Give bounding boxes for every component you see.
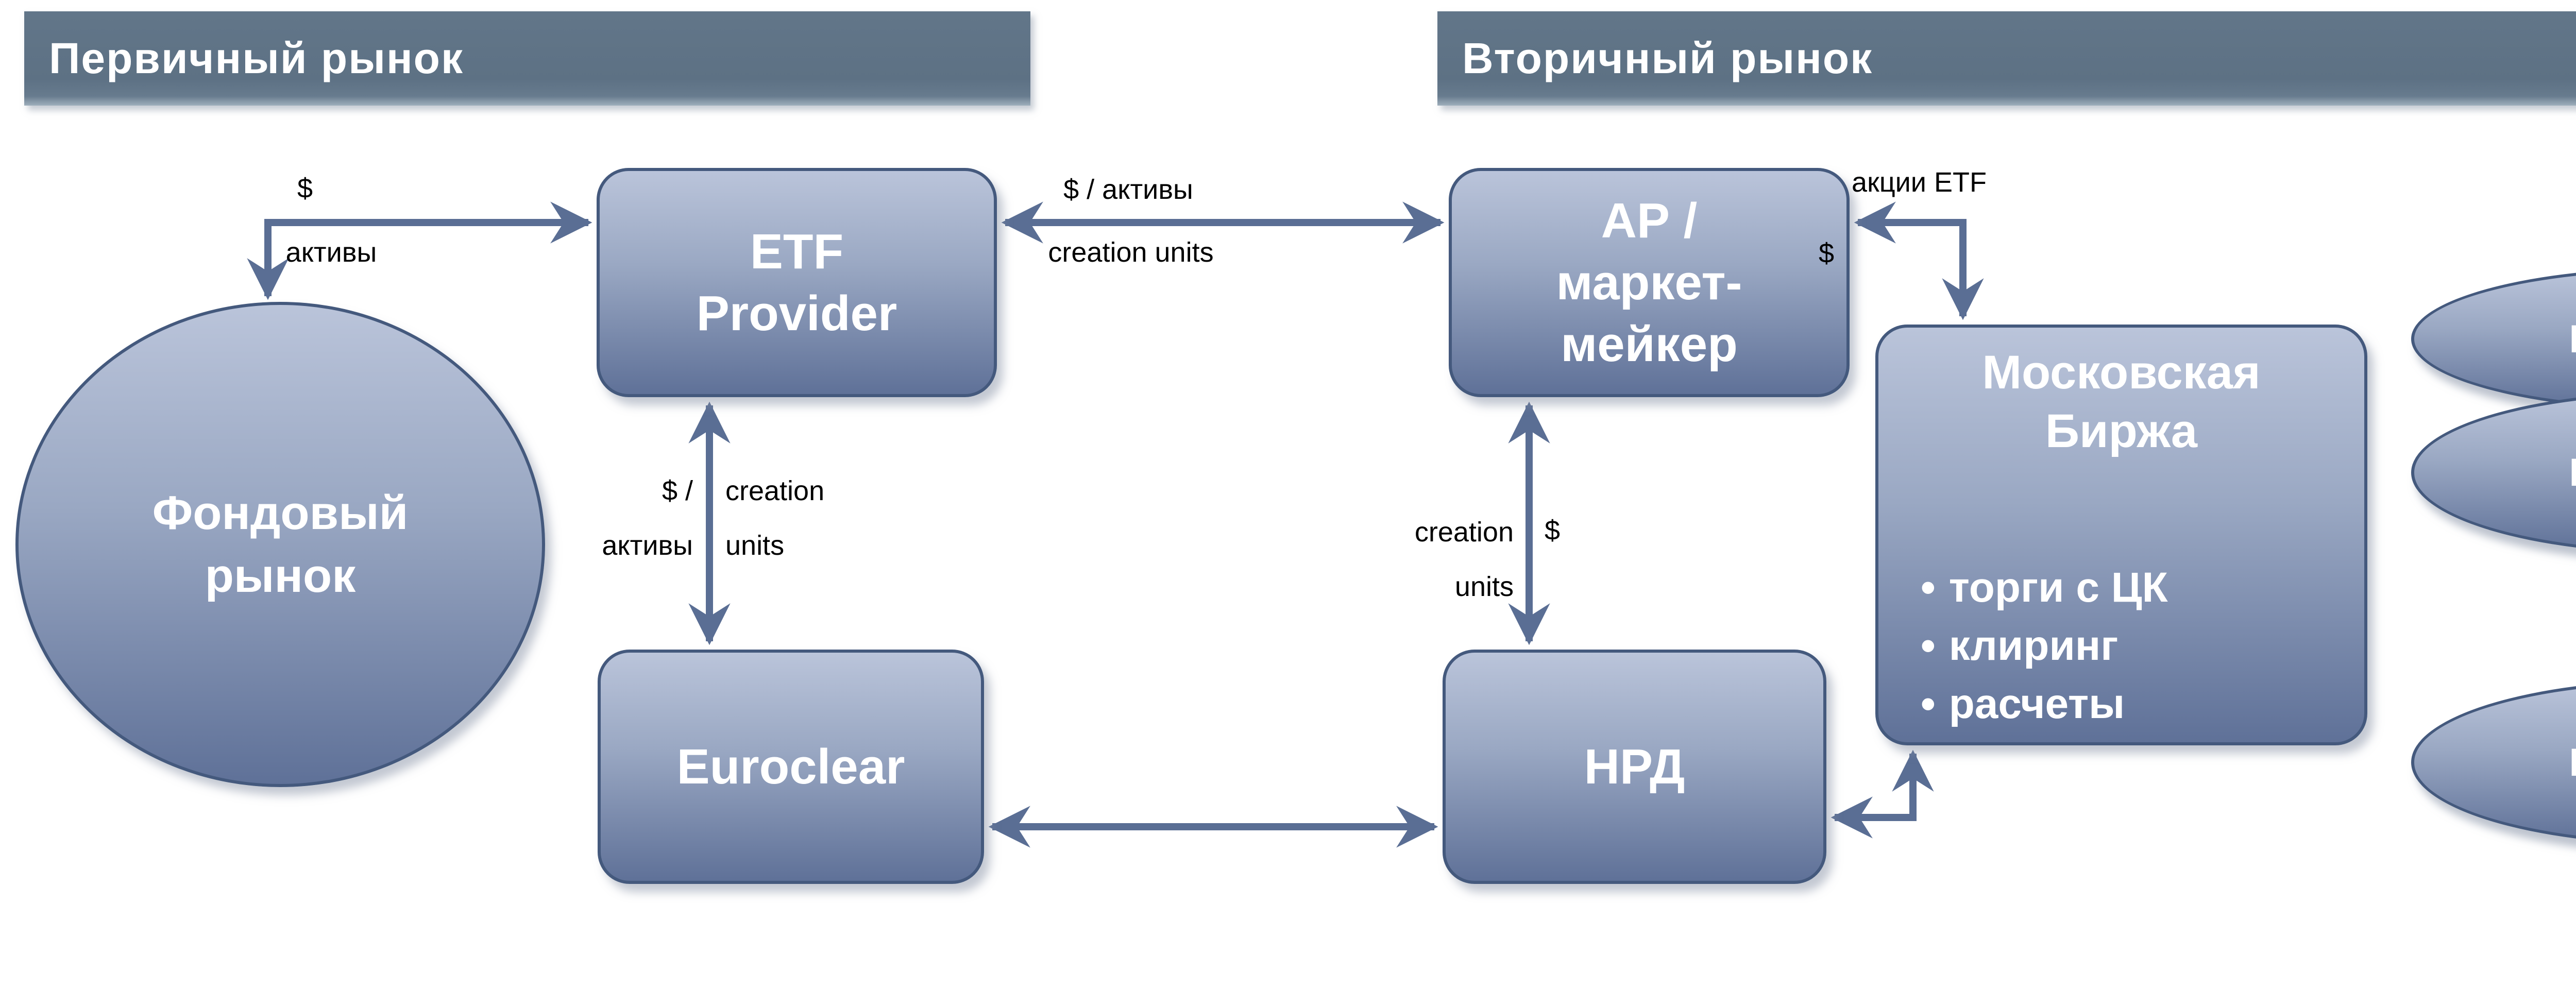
flow-label-etf-euroclear-right: creation units [725, 475, 825, 561]
ap-market-maker-label-line1: АР / [1601, 193, 1698, 248]
investors-label: Инвесторы [2569, 740, 2576, 785]
ap-market-maker-node: АР / маркет- мейкер [1449, 168, 1850, 397]
etf-provider-node: ETF Provider [597, 168, 997, 397]
ap-market-maker-label-line3: мейкер [1561, 316, 1738, 372]
ap-market-maker-label-line2: маркет- [1556, 254, 1742, 310]
primary-market-header-label: Первичный рынок [49, 34, 464, 82]
bullet-icon: • [1921, 564, 1936, 611]
flow-label-ap-moex-below: $ [1819, 238, 1835, 269]
moscow-exchange-label-line1: Московская [1982, 346, 2261, 399]
moscow-exchange-label-line2: Биржа [2045, 405, 2198, 457]
etf-provider-label-line1: ETF [750, 224, 844, 279]
stock-market-label-line2: рынок [205, 550, 356, 602]
bullet-icon: • [1921, 622, 1936, 669]
stock-market-node: Фондовый рынок [15, 302, 545, 787]
flow-label-ap-nsd-left: creation units [1414, 517, 1514, 602]
flow-label-etf-euroclear-left: $ / активы [602, 475, 693, 561]
investors-label: Инвесторы [2569, 317, 2576, 362]
flow-label-ap-nsd-right: $ [1545, 515, 1561, 546]
investors-ellipse-bottom: Инвесторы [2411, 680, 2576, 845]
connector-nsd-moex [1831, 749, 1934, 839]
secondary-market-header: Вторичный рынок [1437, 11, 2576, 106]
primary-market-header: Первичный рынок [24, 11, 1030, 106]
flow-label-ap-moex-above: акции ETF [1852, 167, 1987, 198]
moscow-exchange-node: Московская Биржа •торги с ЦК •клиринг •р… [1875, 325, 2367, 745]
secondary-market-header-label: Вторичный рынок [1462, 34, 1873, 82]
flow-label-etf-ap-below: creation units [1048, 237, 1214, 268]
flow-label-stock-etf-above: $ [297, 173, 313, 204]
moscow-exchange-services-list: •торги с ЦК •клиринг •расчеты [1921, 558, 2168, 733]
bullet-icon: • [1921, 680, 1936, 727]
etf-provider-label-line2: Provider [696, 285, 897, 341]
moex-bullet-clearing: •клиринг [1921, 617, 2168, 675]
nsd-node: НРД [1443, 650, 1826, 884]
flow-label-stock-etf-below: активы [285, 237, 377, 268]
investors-label: Инвесторы [2569, 450, 2576, 495]
nsd-label: НРД [1584, 739, 1685, 794]
stock-market-label-line1: Фондовый [152, 487, 409, 539]
moex-bullet-settlement: •расчеты [1921, 675, 2168, 733]
euroclear-node: Euroclear [598, 650, 984, 884]
flow-label-etf-ap-above: $ / активы [1063, 174, 1193, 205]
euroclear-label: Euroclear [676, 739, 905, 794]
investors-ellipse-top: Инвесторы [2411, 267, 2576, 411]
moex-bullet-trading: •торги с ЦК [1921, 558, 2168, 617]
investors-ellipse-middle: Инвесторы [2411, 391, 2576, 554]
